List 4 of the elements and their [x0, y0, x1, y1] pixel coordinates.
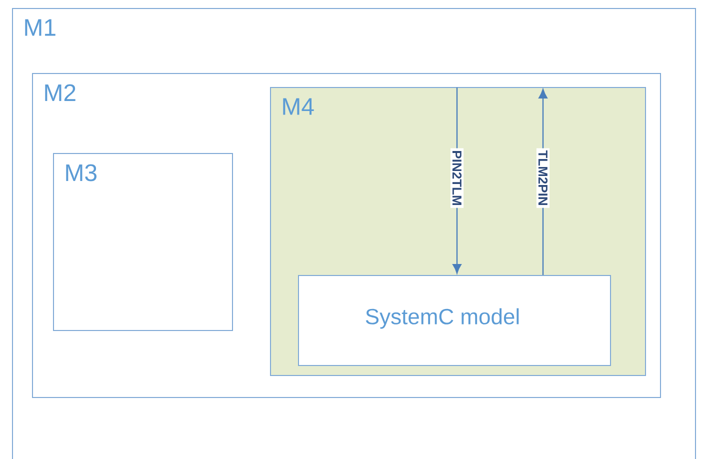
module-box: SystemC model — [298, 275, 611, 366]
module-box: M3 — [53, 153, 233, 331]
edge-label: TLM2PIN — [536, 148, 550, 208]
edge-label: PIN2TLM — [450, 148, 464, 208]
